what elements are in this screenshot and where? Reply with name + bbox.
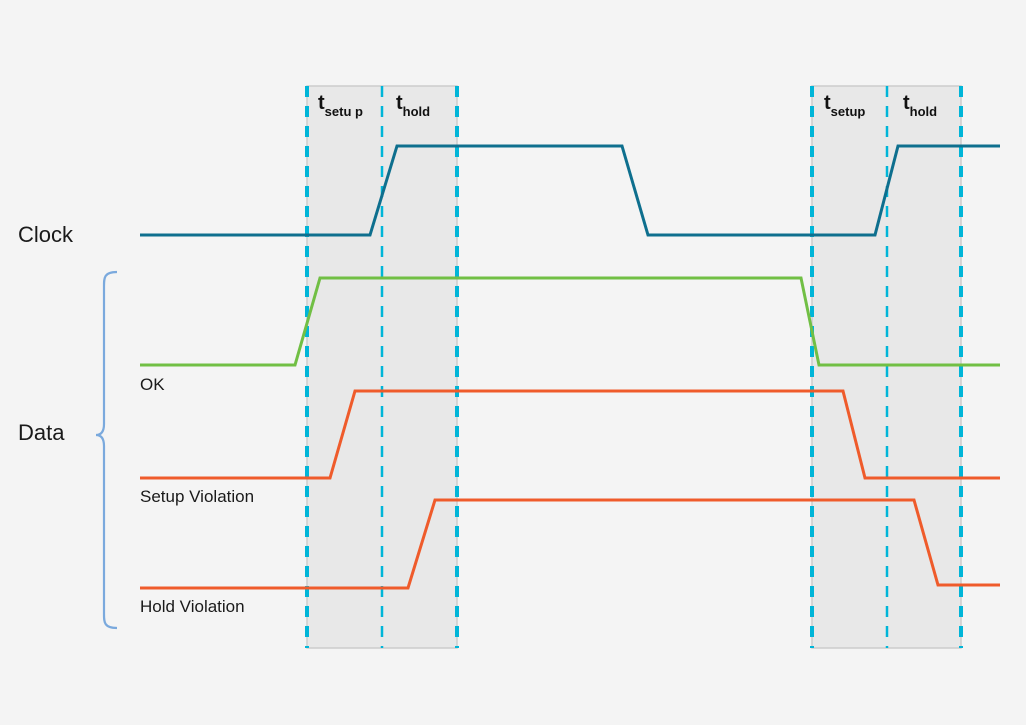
t-symbol: t bbox=[824, 92, 831, 114]
waveform-hold-violation bbox=[140, 498, 1000, 590]
marker-lines bbox=[305, 86, 963, 648]
setup-subscript: setu p bbox=[324, 104, 363, 120]
waveform-ok bbox=[140, 276, 1000, 367]
signal-label-setup-violation: Setup Violation bbox=[140, 487, 255, 506]
window-2-hold-label: thold bbox=[903, 92, 938, 120]
data-group-brace bbox=[95, 270, 118, 630]
shaded-bands bbox=[306, 85, 962, 649]
window-1-hold-label: thold bbox=[396, 92, 431, 120]
t-symbol: t bbox=[318, 92, 325, 114]
group-label-data: Data bbox=[18, 420, 65, 445]
waveform-clock bbox=[140, 144, 1000, 237]
t-symbol: t bbox=[396, 92, 403, 114]
signal-label-hold-violation: Hold Violation bbox=[140, 597, 245, 616]
waveform-setup-violation bbox=[140, 389, 1000, 480]
setup-subscript: setup bbox=[830, 104, 866, 120]
signal-label-clock: Clock bbox=[18, 222, 74, 247]
waveforms bbox=[140, 144, 1000, 590]
signal-label-ok: OK bbox=[140, 375, 165, 394]
hold-subscript: hold bbox=[402, 104, 431, 120]
hold-subscript: hold bbox=[909, 104, 938, 120]
window-1-setup-label: tsetu p bbox=[318, 92, 363, 120]
t-symbol: t bbox=[903, 92, 910, 114]
brace-path bbox=[95, 270, 118, 630]
window-2-setup-label: tsetup bbox=[824, 92, 866, 120]
